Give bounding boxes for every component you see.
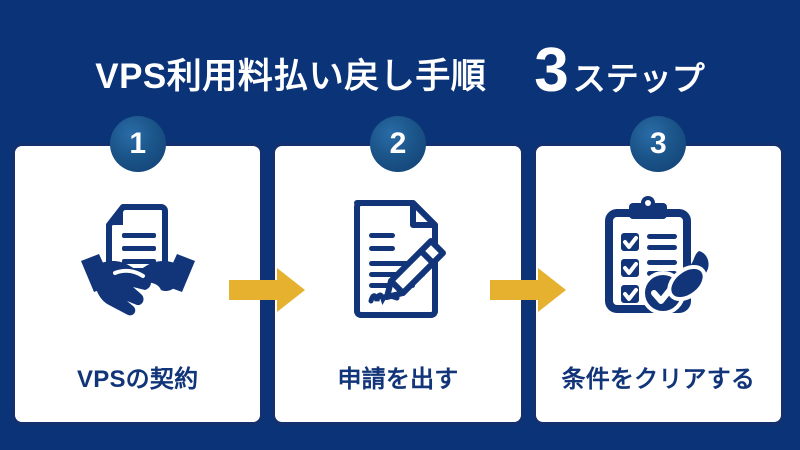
- document-pen-signature-icon: [334, 192, 462, 324]
- step-label-1: VPSの契約: [77, 366, 199, 393]
- step-badge-3: 3: [630, 116, 687, 172]
- steps-row: 1: [12, 116, 784, 425]
- step-count-unit: ステップ: [572, 60, 705, 97]
- handshake-document-icon: [74, 192, 202, 324]
- step-card-3[interactable]: 3: [532, 116, 784, 425]
- step-card-1[interactable]: 1: [12, 116, 264, 425]
- step-label-2: 申請を出す: [337, 366, 459, 393]
- clipboard-checklist-stamp-icon: [594, 192, 722, 324]
- header: VPS利用料払い戻し手順 3 ステップ: [0, 28, 800, 106]
- step-count-group: 3 ステップ: [534, 36, 705, 106]
- step-card-2[interactable]: 2: [272, 116, 524, 425]
- page-title: VPS利用料払い戻し手順: [95, 57, 487, 96]
- step-count-number: 3: [534, 36, 569, 106]
- step-badge-2: 2: [369, 116, 426, 172]
- step-label-3: 条件をクリアする: [561, 366, 756, 393]
- step-badge-1: 1: [109, 116, 166, 172]
